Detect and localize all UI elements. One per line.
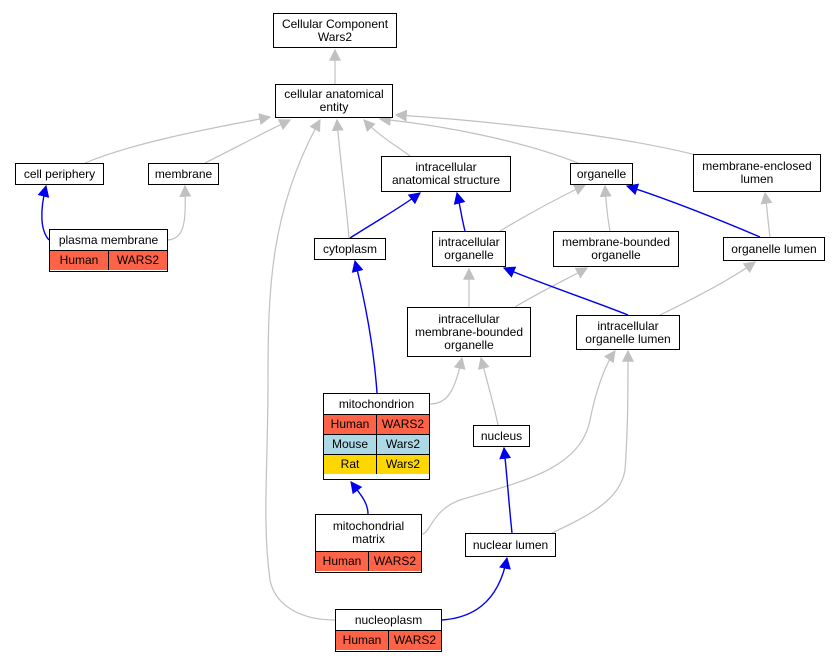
node-label: intracellular anatomical structure bbox=[391, 160, 501, 187]
node-label: membrane-enclosed lumen bbox=[702, 159, 812, 186]
edge-part-of-nucleoplasm-to-nuc-lumen bbox=[441, 556, 511, 621]
gene-cell: WARS2 bbox=[388, 631, 441, 650]
gene-cell: WARS2 bbox=[368, 552, 421, 571]
edge-is-a-mito-to-imbo bbox=[429, 356, 466, 405]
node-label: membrane-bounded organelle bbox=[561, 235, 671, 262]
species-cell: Mouse bbox=[331, 437, 369, 451]
node-label: plasma membrane bbox=[58, 232, 159, 247]
node-label: intracellular membrane-bounded organelle bbox=[414, 311, 524, 352]
edge-is-a-nuc-lumen-to-iol bbox=[549, 349, 634, 535]
species-cell: Human bbox=[342, 633, 382, 647]
node-cellular-component[interactable]: Cellular Component Wars2 bbox=[273, 13, 397, 48]
node-label: mitochondrial matrix bbox=[332, 519, 405, 546]
annotation-row-rat: Rat Wars2 bbox=[324, 454, 429, 474]
edge-part-of-matrix-to-mito bbox=[350, 481, 369, 515]
species-cell: Rat bbox=[340, 457, 360, 471]
edge-is-a-imbo-to-mb-org bbox=[514, 267, 589, 308]
node-nucleoplasm[interactable]: nucleoplasm Human WARS2 bbox=[335, 609, 442, 652]
edge-part-of-mito-to-cytoplasm bbox=[351, 259, 378, 394]
node-label: intracellular organelle lumen bbox=[585, 318, 671, 346]
species-cell: Human bbox=[59, 253, 99, 267]
node-nuclear-lumen[interactable]: nuclear lumen bbox=[465, 533, 556, 557]
node-label: cytoplasm bbox=[322, 241, 378, 256]
node-organelle-lumen[interactable]: organelle lumen bbox=[723, 237, 825, 261]
edge-is-a-iol-to-org-lumen bbox=[659, 261, 756, 316]
species-cell: Human bbox=[330, 417, 370, 431]
annotation-row-human: Human WARS2 bbox=[324, 414, 429, 434]
node-label: nucleoplasm bbox=[354, 612, 423, 627]
node-label: nucleus bbox=[480, 428, 523, 443]
node-plasma-membrane[interactable]: plasma membrane Human WARS2 bbox=[49, 229, 168, 272]
edge-part-of-nuc-lumen-to-nucleus bbox=[499, 446, 513, 534]
edge-part-of-intra-org-to-ias bbox=[453, 191, 466, 232]
species-cell: Human bbox=[322, 554, 362, 568]
node-label: organelle lumen bbox=[731, 241, 817, 256]
edge-is-a-mem-enclosed-to-cae bbox=[394, 109, 701, 157]
node-label: intracellular organelle bbox=[438, 235, 500, 262]
node-membrane[interactable]: membrane bbox=[148, 163, 219, 185]
edge-is-a-cytoplasm-to-cae bbox=[331, 118, 350, 239]
node-cell-periphery[interactable]: cell periphery bbox=[15, 163, 104, 185]
edge-part-of-org-lumen-to-organelle bbox=[625, 183, 761, 238]
node-label: Cellular Component Wars2 bbox=[281, 16, 389, 44]
node-intracellular-organelle[interactable]: intracellular organelle bbox=[432, 231, 506, 267]
edge-is-a-intra-org-to-organelle bbox=[499, 184, 587, 232]
edge-is-a-mb-org-to-organelle bbox=[599, 184, 612, 232]
edge-is-a-nucleoplasm-to-cae bbox=[265, 118, 336, 621]
edge-is-a-plasma-to-membrane bbox=[167, 184, 192, 241]
gene-cell: Wars2 bbox=[376, 455, 429, 474]
node-mitochondrion[interactable]: mitochondrion Human WARS2 Mouse Wars2 Ra… bbox=[323, 393, 430, 480]
gene-cell: WARS2 bbox=[108, 251, 167, 270]
gene-cell: WARS2 bbox=[376, 415, 429, 434]
node-label: membrane bbox=[154, 166, 213, 181]
annotation-row-human: Human WARS2 bbox=[316, 551, 421, 571]
node-label: nuclear lumen bbox=[472, 537, 549, 552]
node-membrane-enclosed-lumen[interactable]: membrane-enclosed lumen bbox=[693, 154, 821, 192]
edge-is-a-periphery-to-cae bbox=[84, 113, 272, 164]
node-label: cell periphery bbox=[23, 166, 96, 181]
edge-is-a-nucleus-to-imbo bbox=[477, 356, 499, 426]
node-organelle[interactable]: organelle bbox=[570, 163, 633, 185]
node-intracellular-anatomical-structure[interactable]: intracellular anatomical structure bbox=[381, 156, 511, 192]
edge-is-a-ias-to-cae bbox=[363, 119, 411, 157]
node-cytoplasm[interactable]: cytoplasm bbox=[314, 238, 386, 260]
edge-part-of-plasma-to-periphery bbox=[37, 184, 50, 241]
annotation-row-human: Human WARS2 bbox=[336, 630, 441, 650]
edge-is-a-org-lumen-to-mem-enclosed bbox=[760, 191, 773, 238]
node-mitochondrial-matrix[interactable]: mitochondrial matrix Human WARS2 bbox=[315, 514, 422, 573]
edge-part-of-iol-to-intra-org bbox=[502, 266, 629, 316]
edge-part-of-cytoplasm-to-ias bbox=[349, 192, 421, 239]
node-intracellular-membrane-bounded-organelle[interactable]: intracellular membrane-bounded organelle bbox=[407, 307, 531, 357]
node-cellular-anatomical-entity[interactable]: cellular anatomical entity bbox=[275, 84, 393, 118]
gene-cell: Wars2 bbox=[376, 435, 429, 454]
node-label: cellular anatomical entity bbox=[284, 87, 384, 114]
node-nucleus[interactable]: nucleus bbox=[473, 425, 530, 447]
edge-is-a-membrane-to-cae bbox=[204, 119, 292, 164]
annotation-row-mouse: Mouse Wars2 bbox=[324, 434, 429, 454]
edge-is-a-matrix-to-iol bbox=[421, 350, 616, 535]
annotation-row-human: Human WARS2 bbox=[50, 250, 167, 270]
node-label: mitochondrion bbox=[338, 396, 415, 411]
node-membrane-bounded-organelle[interactable]: membrane-bounded organelle bbox=[553, 231, 679, 267]
node-intracellular-organelle-lumen[interactable]: intracellular organelle lumen bbox=[576, 315, 680, 350]
node-label: organelle bbox=[576, 166, 627, 181]
